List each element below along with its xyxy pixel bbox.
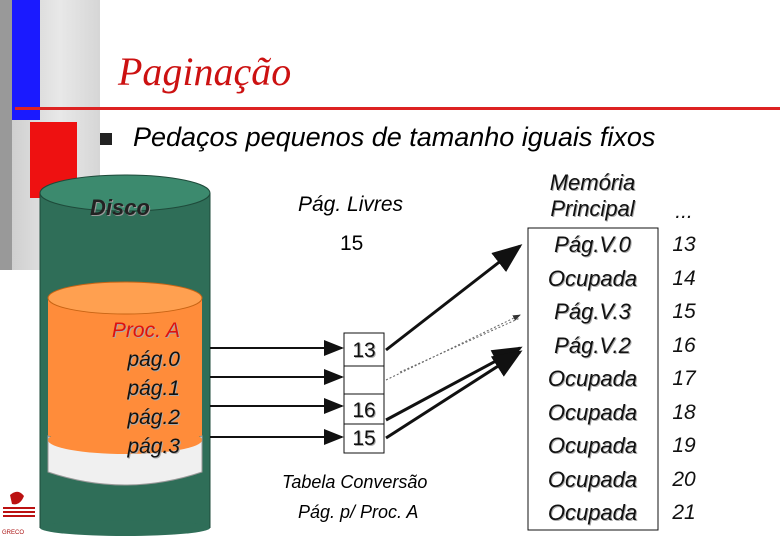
disk-label: Disco bbox=[90, 195, 150, 221]
memory-frame: Ocupada bbox=[525, 463, 660, 497]
memory-frame: Ocupada bbox=[525, 496, 660, 530]
memory-frame: Ocupada bbox=[525, 362, 660, 396]
memory-index: 18 bbox=[668, 396, 700, 430]
greco-logo-icon bbox=[3, 492, 35, 517]
mapping-arrows bbox=[386, 246, 520, 438]
free-pages-label: Pág. Livres bbox=[298, 193, 403, 217]
process-block: Proc. A pág.0 pág.1 pág.2 pág.3 bbox=[70, 316, 180, 461]
free-pages-value: 15 bbox=[340, 232, 363, 256]
process-page: pág.3 bbox=[70, 432, 180, 461]
memory-frame: Pág.V.2 bbox=[525, 329, 660, 363]
memory-header: Memória Principal bbox=[525, 170, 660, 222]
process-title: Proc. A bbox=[70, 316, 180, 345]
memory-header-line2: Principal bbox=[525, 196, 660, 222]
memory-frames: Pág.V.0 Ocupada Pág.V.3 Pág.V.2 Ocupada … bbox=[525, 228, 660, 530]
memory-frame: Ocupada bbox=[525, 396, 660, 430]
process-page: pág.2 bbox=[70, 403, 180, 432]
memory-frame: Ocupada bbox=[525, 429, 660, 463]
memory-index: 20 bbox=[668, 463, 700, 497]
logo-text: GRECO bbox=[2, 530, 24, 536]
memory-frame: Ocupada bbox=[525, 262, 660, 296]
process-page: pág.0 bbox=[70, 345, 180, 374]
memory-indices: 13 14 15 16 17 18 19 20 21 bbox=[668, 228, 700, 530]
memory-index: 16 bbox=[668, 329, 700, 363]
memory-index-ellipsis: ... bbox=[668, 195, 700, 228]
table-label-line1: Tabela Conversão bbox=[282, 472, 427, 493]
page-arrows bbox=[210, 348, 342, 437]
memory-header-line1: Memória bbox=[525, 170, 660, 196]
process-page: pág.1 bbox=[70, 374, 180, 403]
memory-index: 15 bbox=[668, 295, 700, 329]
table-cell: 16 bbox=[347, 397, 381, 425]
table-cell: 13 bbox=[347, 336, 381, 366]
table-cell bbox=[347, 366, 381, 394]
memory-index: 17 bbox=[668, 362, 700, 396]
table-label-line2: Pág. p/ Proc. A bbox=[298, 502, 418, 523]
memory-index: 19 bbox=[668, 429, 700, 463]
memory-index: 13 bbox=[668, 228, 700, 262]
memory-index: 21 bbox=[668, 496, 700, 530]
memory-frame: Pág.V.0 bbox=[525, 228, 660, 262]
table-cell: 15 bbox=[347, 425, 381, 453]
memory-frame: Pág.V.3 bbox=[525, 295, 660, 329]
memory-index: 14 bbox=[668, 262, 700, 296]
